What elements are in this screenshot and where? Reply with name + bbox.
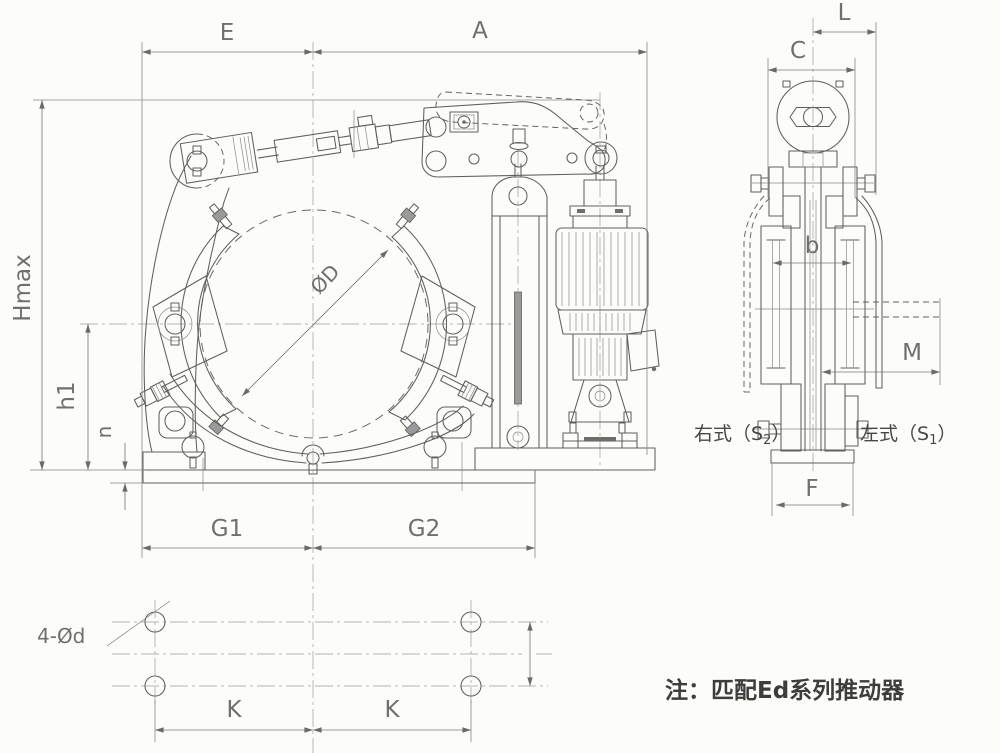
dim-label-K-right: K [384, 697, 400, 723]
dim-label-b: b [805, 233, 820, 259]
side-view: C L b M F 右式（S2） 左式（S1） [694, 0, 956, 516]
note-text: 注：匹配Ed系列推动器 [665, 677, 905, 704]
front-view: ØD [10, 18, 660, 753]
brake-drum-circle [199, 209, 429, 439]
dim-label-C: C [790, 38, 806, 64]
base-plate-side [770, 449, 855, 464]
right-shoe-bracket [400, 275, 476, 378]
top-lever [421, 101, 618, 178]
right-brake-shoe [388, 203, 447, 438]
left-brake-shoe [180, 203, 240, 436]
bottom-view: 4-Ød K K [37, 600, 552, 742]
dim-label-K-left: K [226, 697, 242, 723]
mounting-hole [144, 675, 166, 697]
support-rod [788, 150, 838, 452]
dim-label-E: E [220, 20, 235, 46]
dim-label-h1: h1 [54, 381, 80, 410]
side-dimensions: C L b M F [767, 0, 942, 516]
thruster [555, 165, 660, 449]
equalizer-bolt-right [440, 374, 495, 408]
mount-arm-left-dashed [743, 195, 771, 393]
lower-bracket-side [757, 383, 869, 452]
dim-label-Hmax: Hmax [10, 254, 36, 321]
bottom-dimensions: K K [154, 622, 533, 742]
bottom-linkage [158, 373, 475, 475]
shoe-section-right [834, 225, 866, 385]
hole-centerlines [112, 600, 552, 708]
dim-label-n: n [92, 426, 116, 439]
dim-label-drum-diameter: ØD [306, 260, 345, 299]
hex-nut [789, 106, 837, 128]
side-centerlines [752, 18, 874, 472]
left-shoe-bracket [152, 275, 228, 378]
base [142, 447, 656, 484]
top-pivot-circle [776, 80, 850, 154]
dim-label-F: F [805, 476, 818, 502]
mounting-hole [460, 611, 482, 633]
spring-cylinder [179, 131, 259, 184]
dim-label-A: A [472, 18, 488, 44]
mount-arm-right-solid [855, 195, 883, 389]
equalizer-bolt-left [133, 374, 188, 408]
mounting-hole [460, 675, 482, 697]
top-lever-released-dashed [435, 91, 607, 153]
drum-diameter-dim: ØD [241, 249, 389, 397]
mounting-holes [144, 611, 482, 697]
shoe-section-left [760, 225, 792, 385]
front-dimensions: E A Hmax h1 n G1 G2 [10, 18, 648, 558]
label-left-config: 左式（S1） [860, 423, 956, 448]
label-holes: 4-Ød [37, 624, 85, 648]
dim-label-G1: G1 [211, 516, 243, 542]
dim-label-M: M [902, 340, 922, 366]
label-right-config: 右式（S2） [694, 423, 790, 448]
holes-leader-line [106, 600, 171, 647]
dim-label-G2: G2 [408, 516, 440, 542]
frame-left-arm [142, 133, 230, 471]
right-support-column [491, 163, 548, 449]
dim-label-L: L [838, 0, 851, 26]
release-rod [256, 114, 432, 163]
